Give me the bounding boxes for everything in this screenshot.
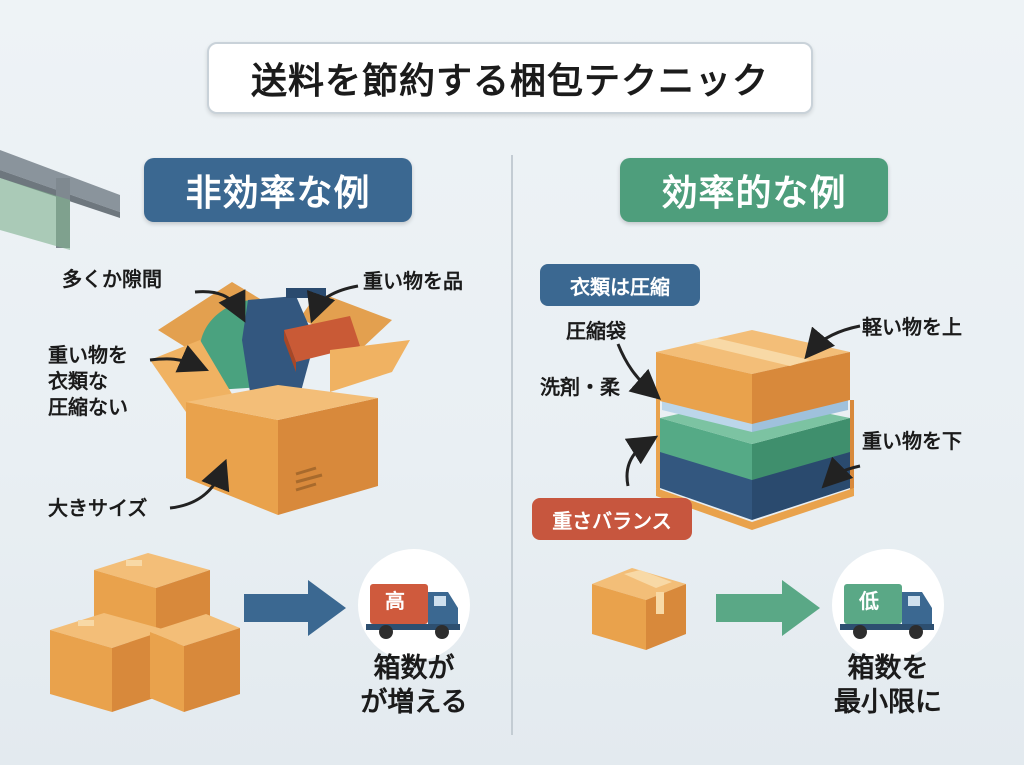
result-efficient: 箱数を 最小限に <box>818 652 958 720</box>
open-box-icon <box>150 282 410 515</box>
efficient-heading: 効率的な例 <box>620 158 888 222</box>
result-line: が増える <box>360 687 468 718</box>
label-line: 衣類な <box>48 369 108 393</box>
delivery-truck-icon <box>358 549 470 661</box>
label-gap: 多くか隙間 <box>62 267 162 291</box>
tag-weight-balance: 重さバランス <box>532 498 692 540</box>
result-line: 箱数を <box>847 653 929 684</box>
label-detergent: 洗剤・柔 <box>540 375 620 399</box>
curved-arrow-icon <box>149 284 359 510</box>
label-large-size: 大きサイズ <box>48 496 148 520</box>
section-divider <box>511 155 513 735</box>
truck-badge-low: 低 <box>859 589 879 613</box>
delivery-truck-icon <box>832 549 944 661</box>
result-line: 箱数が <box>373 653 455 684</box>
packed-box-icon <box>656 330 854 530</box>
inefficient-heading: 非効率な例 <box>144 158 412 222</box>
cardboard-box-icon <box>50 553 240 712</box>
cardboard-box-icon <box>592 568 686 650</box>
shelf-decoration <box>0 150 120 250</box>
label-compression-bag: 圧縮袋 <box>566 319 626 343</box>
result-inefficient: 箱数が が増える <box>348 652 480 720</box>
label-light-top: 軽い物を上 <box>862 315 962 339</box>
label-not-compressed: 重い物を 衣類な 圧縮ない <box>48 342 128 420</box>
page-title: 送料を節約する梱包テクニック <box>207 42 813 114</box>
label-heavy-bottom: 重い物を下 <box>862 429 962 453</box>
label-line: 圧縮ない <box>48 395 128 419</box>
arrow-right-icon <box>244 580 346 636</box>
result-line: 最小限に <box>834 687 942 718</box>
tag-clothes-compressed: 衣類は圧縮 <box>540 264 700 306</box>
label-line: 重い物を <box>48 343 128 367</box>
arrow-right-icon <box>716 580 820 636</box>
label-heavy-item: 重い物を品 <box>363 269 463 293</box>
curved-arrow-icon <box>616 324 861 489</box>
truck-badge-high: 高 <box>385 589 405 613</box>
